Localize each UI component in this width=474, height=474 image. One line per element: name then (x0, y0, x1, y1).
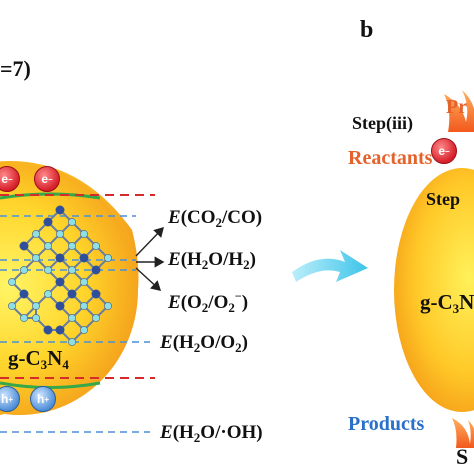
nitrogen-atom (32, 230, 40, 238)
nitrogen-atom (104, 254, 112, 262)
nitrogen-atom (8, 302, 16, 310)
nitrogen-atom (92, 242, 100, 250)
carbon-atom (55, 253, 65, 263)
nitrogen-atom (44, 290, 52, 298)
nitrogen-atom (20, 266, 28, 274)
sphere-label-b: g-C3N (420, 290, 474, 316)
arrow-to-co2 (135, 226, 164, 257)
electron-charge-1: e− (0, 166, 20, 192)
nitrogen-atom (80, 326, 88, 334)
nitrogen-atom (68, 242, 76, 250)
nitrogen-atom (8, 278, 16, 286)
carbon-atom (67, 289, 77, 299)
nitrogen-atom (92, 314, 100, 322)
nitrogen-atom (104, 302, 112, 310)
carbon-atom (43, 217, 53, 227)
product-flame-bottom (452, 418, 474, 448)
potential-h2o-h2: E(H2O/H2) (168, 249, 256, 272)
nitrogen-atom (56, 230, 64, 238)
carbon-atom (43, 325, 53, 335)
carbon-atom (19, 241, 29, 251)
arrow-to-o2 (135, 267, 162, 291)
potential-co2-co: E(CO2/CO) (168, 207, 263, 230)
carbon-atom (55, 325, 65, 335)
nitrogen-atom (68, 266, 76, 274)
gcn-molecule (8, 205, 112, 346)
nitrogen-atom (32, 254, 40, 262)
potential-h2o-oh: E(H2O/·OH) (160, 422, 263, 445)
gcn-sphere-b (394, 168, 474, 412)
nitrogen-atom (68, 218, 76, 226)
carbon-atom (55, 301, 65, 311)
carbon-atom (55, 205, 65, 215)
nitrogen-atom (32, 314, 40, 322)
nitrogen-atom (44, 242, 52, 250)
potential-h2o-o2: E(H2O/O2) (160, 332, 248, 355)
reactants-label: Reactants (348, 147, 433, 169)
electron-charge-2: e− (34, 166, 60, 192)
hole-charge-1: h+ (0, 386, 20, 412)
electron-charge-b: e− (431, 138, 457, 164)
nitrogen-atom (80, 278, 88, 286)
step-partial-label: Step (426, 189, 461, 209)
nitrogen-atom (68, 314, 76, 322)
nitrogen-atom (80, 230, 88, 238)
carbon-atom (55, 277, 65, 287)
carbon-atom (91, 265, 101, 275)
transition-arrow (292, 250, 368, 282)
potential-o2-o2: E(O2/O2−) (168, 289, 249, 315)
carbon-atom (91, 289, 101, 299)
products-top-label: Pr (446, 96, 468, 118)
nitrogen-atom (68, 338, 76, 346)
product-flame-top (444, 90, 474, 132)
products-bottom-label: Products (348, 413, 425, 435)
nitrogen-atom (20, 314, 28, 322)
hole-charge-2: h+ (30, 386, 56, 412)
panel-b-letter: b (360, 17, 374, 43)
step-iii-label: Step(iii) (352, 113, 413, 133)
panel-a-corner-label: =7) (0, 56, 31, 81)
bottom-partial-label: S (456, 444, 469, 469)
nitrogen-atom (32, 302, 40, 310)
sphere-label-a: g-C3N4 (8, 346, 69, 372)
nitrogen-atom (44, 266, 52, 274)
carbon-atom (19, 289, 29, 299)
carbon-atom (79, 253, 89, 263)
nitrogen-atom (80, 302, 88, 310)
